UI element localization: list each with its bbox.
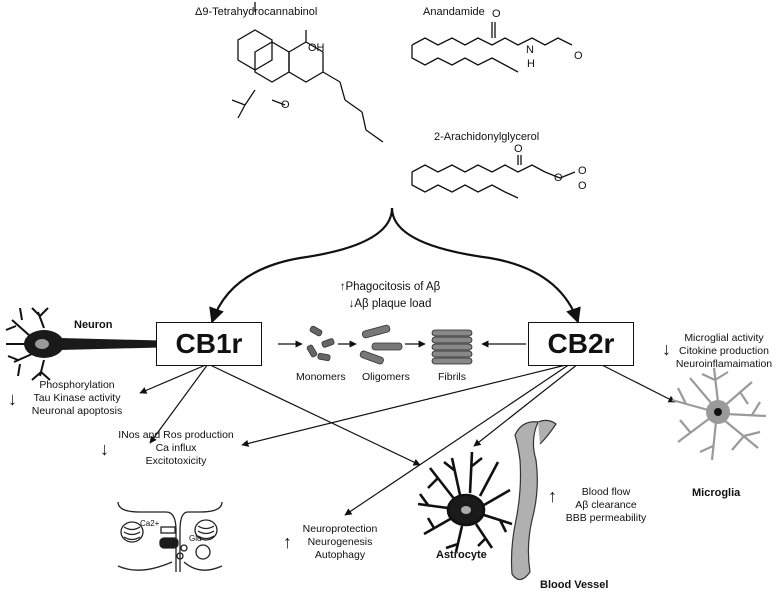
anandamide-nitrogen: N — [526, 44, 534, 56]
neuron-cell — [5, 307, 184, 381]
monomers-label: Monomers — [296, 371, 346, 383]
neuroprotection-effect-2: Neurogenesis — [307, 536, 373, 548]
fibrils-shape — [431, 329, 473, 365]
anandamide-hydrogen: H — [527, 58, 535, 70]
2ag-hydroxyl-oxygen-2: O — [578, 180, 587, 192]
neuron-decrease-arrow: ↓ — [8, 389, 17, 409]
anandamide-structure — [411, 22, 573, 73]
thc-hydroxyl-label: OH — [308, 42, 325, 54]
neuron-effect-2: Tau Kinase activity — [33, 392, 121, 404]
neuroprotection-effect-1: Neuroprotection — [302, 523, 378, 535]
cb1-receptor-box: CB1r — [156, 322, 262, 366]
oligomers-label: Oligomers — [362, 371, 410, 383]
vessel-effect-3: BBB permeability — [565, 512, 647, 524]
anandamide-carbonyl-oxygen: O — [492, 8, 501, 20]
neuroprotection-increase-arrow: ↑ — [283, 532, 292, 552]
microglia-cell — [671, 367, 767, 461]
calcium-label: Ca2+ — [140, 519, 160, 528]
astrocyte-cell — [417, 451, 513, 553]
microglia-effect-3: Neuroinflamaimation — [675, 358, 773, 370]
anandamide-label: Anandamide — [423, 6, 485, 18]
fibrils-label: Fibrils — [438, 371, 466, 383]
blood-vessel-label: Blood Vessel — [540, 579, 609, 591]
neuron-effect-3: Neuronal apoptosis — [31, 405, 123, 417]
2ag-carbonyl-oxygen: O — [514, 143, 523, 155]
thc-oxygen-label: O — [281, 99, 290, 111]
thc-structure — [231, 2, 384, 143]
phagocytosis-effect: ↑Phagocitosis of Aβ — [339, 281, 441, 293]
vessel-effect-2: Aβ clearance — [575, 499, 637, 511]
microglia-effect-1: Microglial activity — [684, 332, 764, 344]
glutamate-label: Glu — [189, 534, 202, 543]
ligand-brace-left — [209, 207, 394, 324]
neuroprotection-effect-3: Autophagy — [314, 549, 366, 561]
synapse-effect-3: Excitotoxicity — [145, 455, 207, 467]
monomers-shape — [306, 325, 335, 362]
neuron-effect-1: Phosphorylation — [39, 379, 115, 391]
vessel-increase-arrow: ↑ — [548, 486, 557, 506]
synapse-effect-2: Ca influx — [155, 442, 197, 454]
synapse-effect-1: INos and Ros production — [118, 429, 234, 441]
thc-label: Δ9-Tetrahydrocannabinol — [195, 6, 318, 18]
astrocyte-label: Astrocyte — [436, 549, 487, 561]
synapse-decrease-arrow: ↓ — [100, 439, 109, 459]
cb2-receptor-box: CB2r — [528, 322, 634, 366]
microglia-label: Microglia — [692, 487, 741, 499]
vessel-effect-1: Blood flow — [581, 486, 631, 498]
2ag-structure — [411, 155, 576, 199]
plaque-load-effect: ↓Aβ plaque load — [348, 298, 432, 310]
2ag-label: 2-Arachidonylglycerol — [434, 131, 540, 143]
anandamide-hydroxyl-oxygen: O — [574, 50, 583, 62]
blood-vessel-shape — [510, 419, 557, 581]
oligomers-shape — [359, 324, 403, 365]
microglia-effect-2: Citokine production — [679, 345, 769, 357]
effect-arrows — [139, 363, 676, 516]
synapse-illustration — [117, 501, 223, 572]
2ag-hydroxyl-oxygen-1: O — [578, 165, 587, 177]
2ag-ester-oxygen: O — [554, 172, 563, 184]
ligand-brace-right — [390, 207, 581, 324]
neuron-label: Neuron — [74, 319, 113, 331]
microglia-decrease-arrow: ↓ — [662, 339, 671, 359]
